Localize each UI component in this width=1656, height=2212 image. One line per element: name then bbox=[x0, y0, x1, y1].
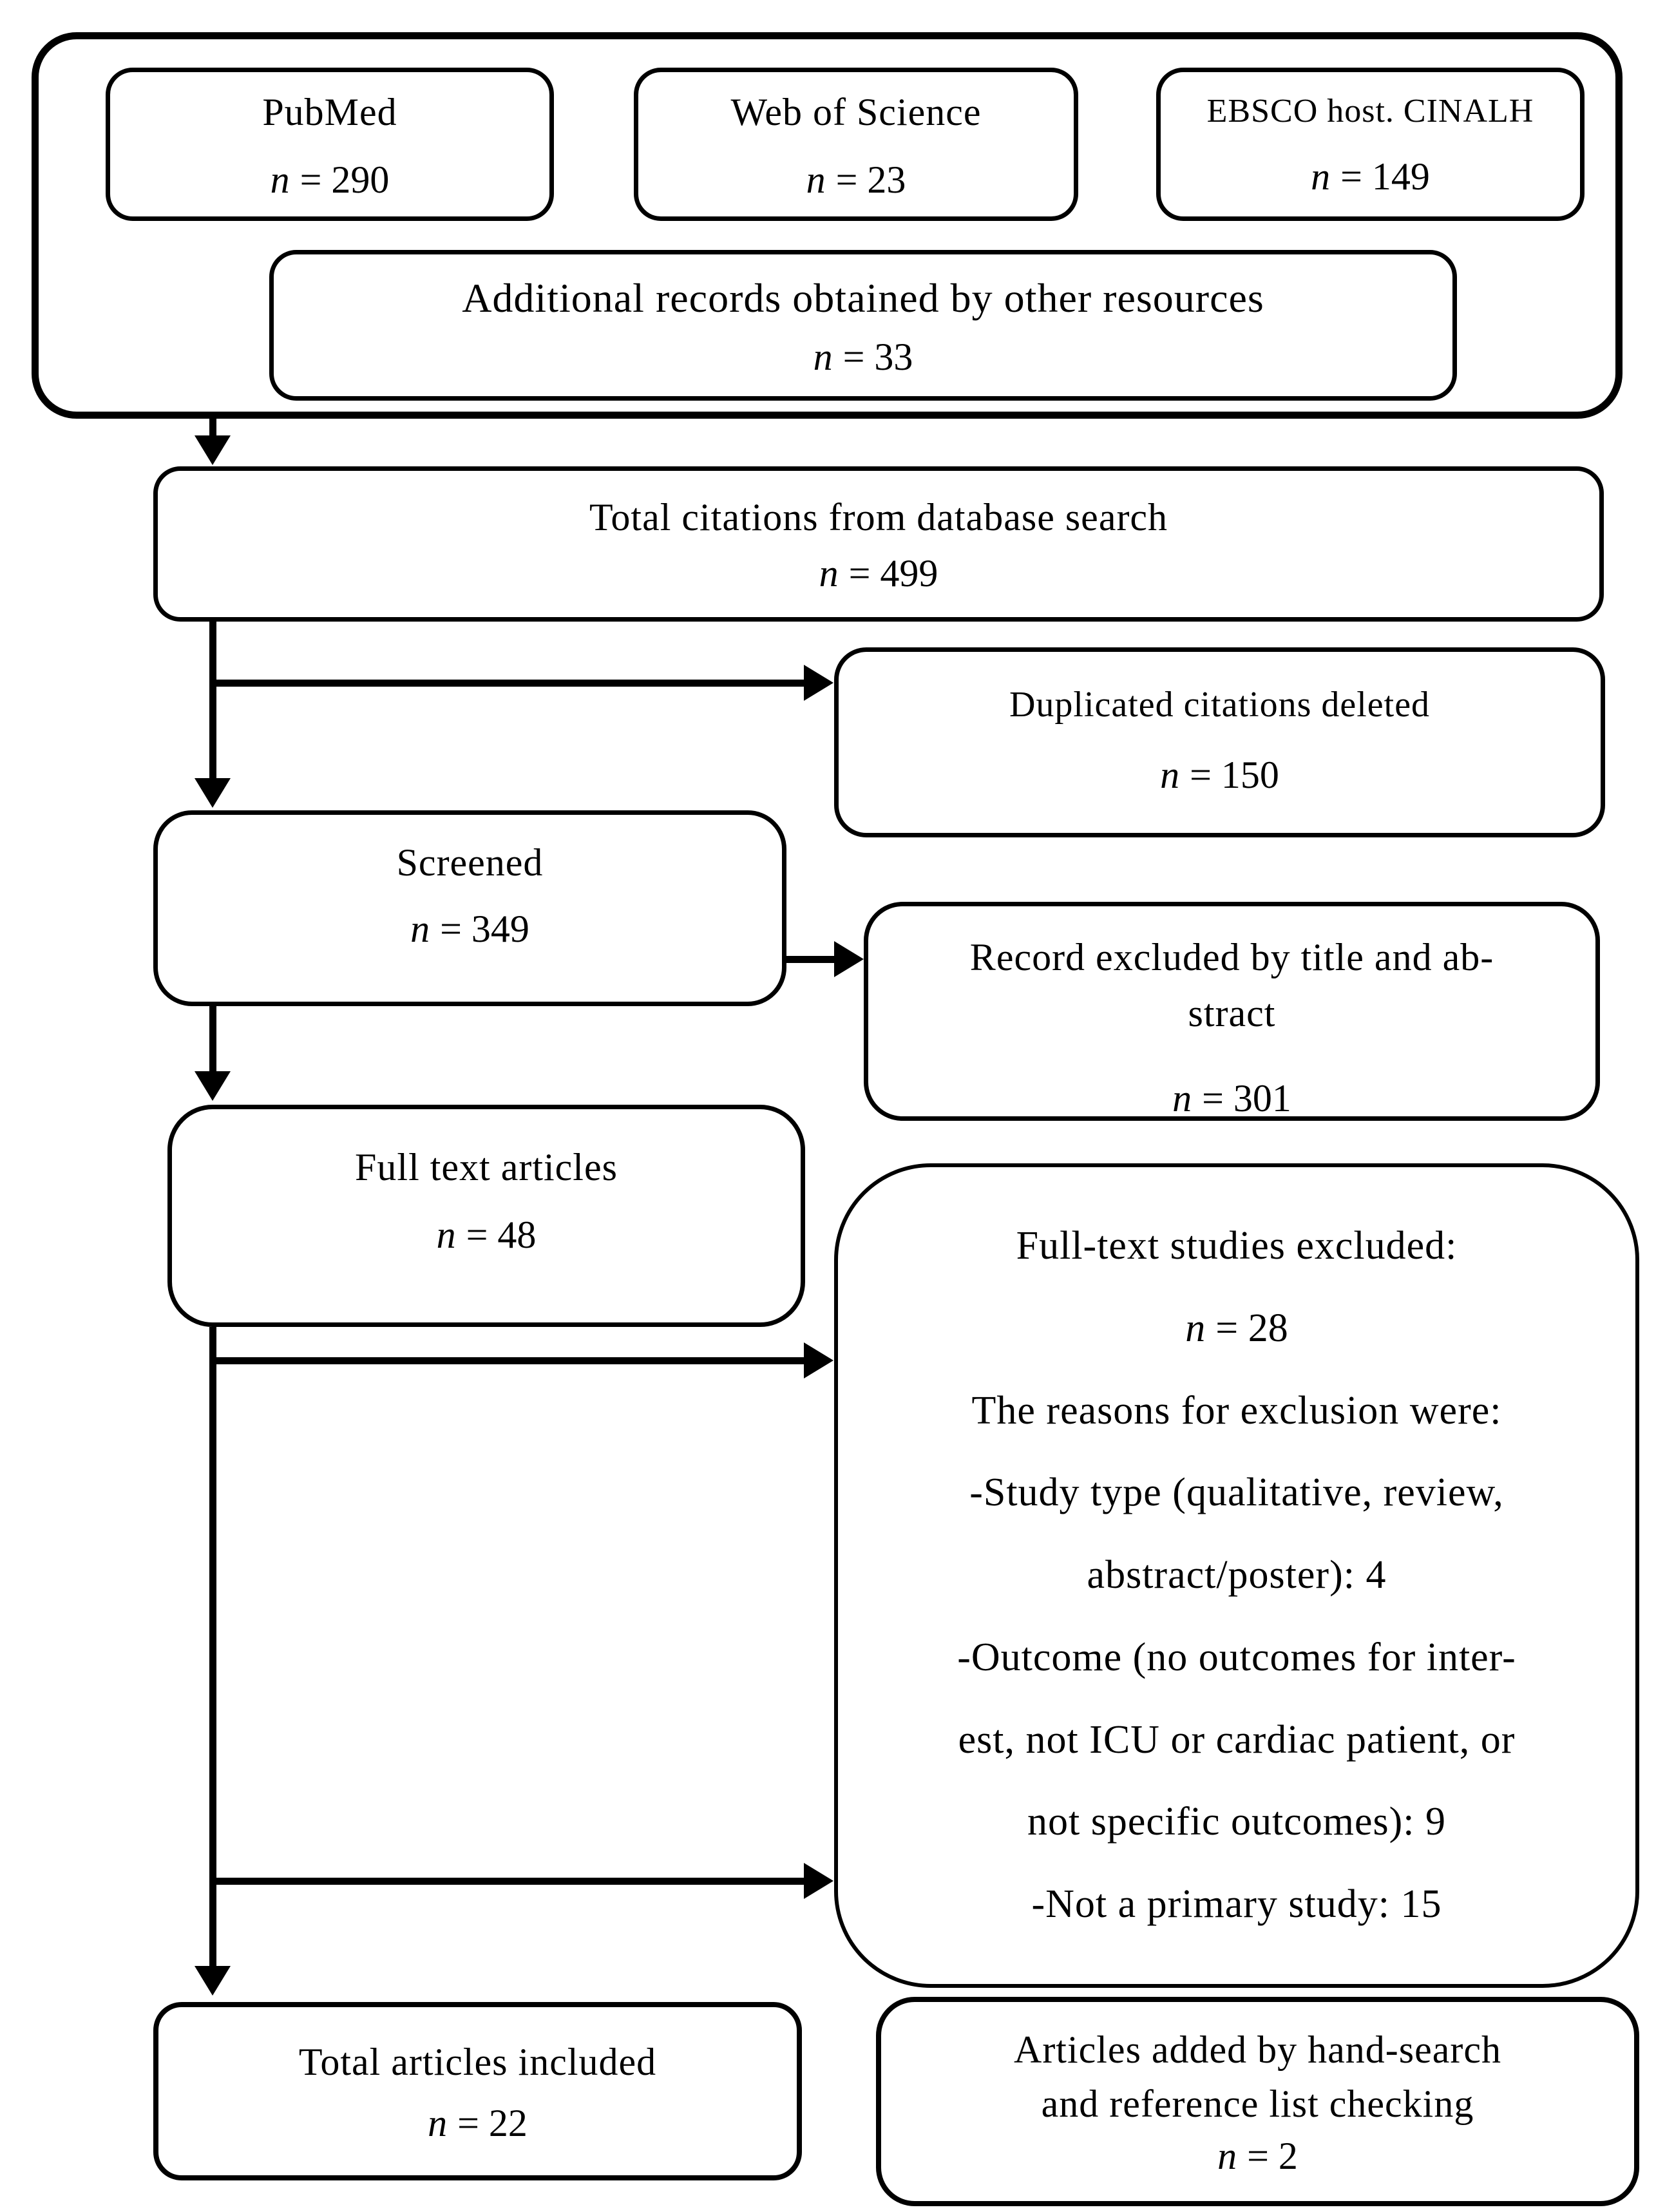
arrow-fulltext-to-excluded-bottom-line bbox=[209, 1878, 804, 1885]
box-title: Screened bbox=[396, 841, 544, 884]
n-value: = 33 bbox=[842, 336, 913, 379]
excluded-count: n= 28 bbox=[1185, 1288, 1288, 1370]
arrow-fulltext-to-excluded-top-line bbox=[209, 1357, 804, 1364]
n-symbol: n bbox=[428, 2102, 448, 2144]
excluded-reason-study-type-1: -Study type (qualitative, review, bbox=[969, 1471, 1504, 1515]
box-title: Additional records obtained by other res… bbox=[462, 274, 1264, 321]
box-count: n= 23 bbox=[806, 157, 906, 203]
arrow-screened-to-title-excluded-arrowhead bbox=[834, 941, 864, 977]
arrow-total-to-duplicates-arrowhead bbox=[804, 665, 833, 701]
n-value: = 149 bbox=[1340, 155, 1430, 198]
excluded-reason-study-type-2: abstract/poster): 4 bbox=[1087, 1553, 1387, 1597]
n-symbol: n bbox=[1185, 1306, 1206, 1350]
n-symbol: n bbox=[436, 1214, 456, 1256]
excluded-reason-outcome-3: not specific outcomes): 9 bbox=[1027, 1800, 1446, 1844]
arrow-screened-to-title-excluded-line bbox=[786, 956, 834, 963]
n-symbol: n bbox=[813, 336, 833, 379]
arrow-fulltext-to-excluded-bottom-arrowhead bbox=[804, 1863, 833, 1899]
connector-total-to-screened-arrowhead bbox=[195, 778, 231, 808]
box-count: n= 290 bbox=[271, 157, 390, 203]
n-symbol: n bbox=[270, 158, 290, 201]
n-symbol: n bbox=[1217, 2134, 1237, 2177]
n-value: = 23 bbox=[835, 158, 906, 201]
arrow-sources-to-total-line bbox=[209, 419, 216, 442]
n-value: = 2 bbox=[1247, 2134, 1298, 2177]
box-pubmed: PubMed n= 290 bbox=[106, 68, 554, 221]
box-title: EBSCO host. CINALH bbox=[1206, 92, 1534, 129]
box-title-line2: stract bbox=[1188, 992, 1276, 1034]
n-symbol: n bbox=[410, 908, 430, 950]
n-symbol: n bbox=[806, 158, 826, 201]
box-screened: Screened n= 349 bbox=[153, 810, 786, 1006]
excluded-reason-not-primary: -Not a primary study: 15 bbox=[1031, 1882, 1442, 1927]
box-total-citations: Total citations from database search n= … bbox=[153, 466, 1604, 622]
n-symbol: n bbox=[819, 552, 839, 595]
box-full-text-articles: Full text articles n= 48 bbox=[167, 1105, 805, 1327]
n-symbol: n bbox=[1160, 753, 1180, 796]
arrow-screened-to-fulltext-arrowhead bbox=[195, 1071, 231, 1101]
excluded-reason-outcome-2: est, not ICU or cardiac patient, or bbox=[958, 1717, 1516, 1762]
excluded-reasons-heading: The reasons for exclusion were: bbox=[971, 1388, 1502, 1433]
box-title: Web of Science bbox=[730, 90, 982, 133]
n-value: = 22 bbox=[457, 2102, 528, 2144]
n-value: = 301 bbox=[1202, 1077, 1291, 1120]
box-count: n= 2 bbox=[1217, 2133, 1298, 2179]
arrow-fulltext-to-excluded-top-arrowhead bbox=[804, 1342, 833, 1378]
box-count: n= 149 bbox=[1311, 153, 1430, 200]
box-title-line1: Record excluded by title and ab- bbox=[969, 936, 1494, 978]
arrow-total-to-duplicates-line bbox=[209, 680, 804, 687]
box-additional-records: Additional records obtained by other res… bbox=[269, 250, 1457, 401]
box-ebsco-cinalh: EBSCO host. CINALH n= 149 bbox=[1156, 68, 1585, 221]
box-count: n= 33 bbox=[814, 334, 913, 380]
box-title: Duplicated citations deleted bbox=[1009, 685, 1431, 725]
n-value: = 499 bbox=[848, 552, 938, 595]
n-symbol: n bbox=[1172, 1077, 1192, 1120]
connector-fulltext-to-included-line bbox=[209, 1327, 216, 1968]
box-total-included: Total articles included n= 22 bbox=[153, 2002, 802, 2180]
box-count: n= 499 bbox=[819, 550, 938, 596]
connector-total-to-screened-line bbox=[209, 622, 216, 781]
n-value: = 349 bbox=[440, 908, 529, 950]
box-title-line2: and reference list checking bbox=[1041, 2082, 1474, 2125]
connector-fulltext-to-included-arrowhead bbox=[195, 1966, 231, 1996]
box-web-of-science: Web of Science n= 23 bbox=[634, 68, 1078, 221]
box-record-excluded: Record excluded by title and ab- stract … bbox=[864, 902, 1600, 1121]
box-title: Total articles included bbox=[298, 2041, 657, 2083]
box-count: n= 301 bbox=[1172, 1075, 1291, 1121]
arrow-screened-to-fulltext-line bbox=[209, 1006, 216, 1074]
box-duplicates-deleted: Duplicated citations deleted n= 150 bbox=[834, 647, 1605, 837]
excluded-reason-outcome-1: -Outcome (no outcomes for inter- bbox=[957, 1635, 1516, 1679]
n-symbol: n bbox=[1311, 155, 1331, 198]
box-title: PubMed bbox=[262, 90, 397, 133]
n-value: = 28 bbox=[1215, 1306, 1288, 1350]
n-value: = 48 bbox=[466, 1214, 537, 1256]
box-title: Full text articles bbox=[355, 1146, 618, 1188]
excluded-title: Full-text studies excluded: bbox=[1016, 1224, 1458, 1268]
box-title: Total citations from database search bbox=[589, 496, 1168, 539]
arrow-sources-to-total-arrowhead bbox=[195, 435, 231, 465]
box-count: n= 48 bbox=[437, 1212, 537, 1258]
box-title-line1: Articles added by hand-search bbox=[1013, 2028, 1502, 2071]
n-value: = 290 bbox=[300, 158, 390, 201]
box-fulltext-studies-excluded: Full-text studies excluded: n= 28 The re… bbox=[834, 1163, 1639, 1988]
box-count: n= 150 bbox=[1160, 752, 1279, 798]
box-count: n= 22 bbox=[428, 2100, 528, 2146]
n-value: = 150 bbox=[1190, 753, 1279, 796]
box-hand-search-added: Articles added by hand-search and refere… bbox=[876, 1997, 1639, 2206]
box-count: n= 349 bbox=[410, 906, 529, 952]
